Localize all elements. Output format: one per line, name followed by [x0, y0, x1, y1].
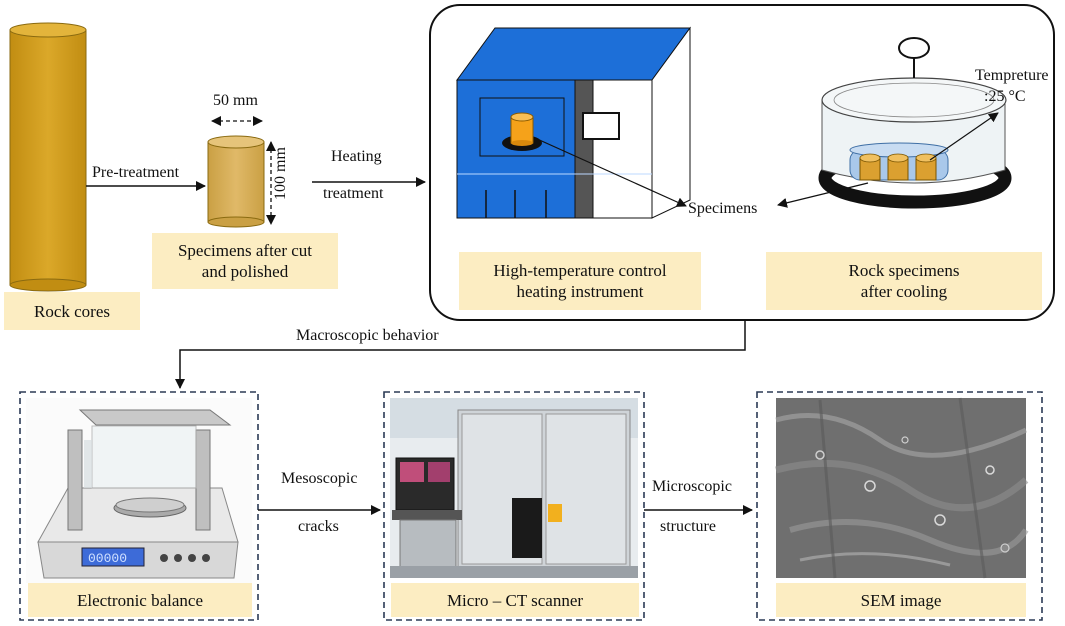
sem-image-icon — [775, 397, 1029, 579]
balance-label: Electronic balance — [28, 583, 252, 617]
height-dimension-text: 100 mm — [272, 147, 289, 200]
mesoscopic-text-line2: cracks — [298, 518, 339, 535]
furnace-icon — [456, 26, 691, 219]
cooled-specimens-pointer-arrow — [777, 182, 869, 208]
electronic-balance-icon: 00000 — [26, 398, 252, 583]
cooled-specimens-label: Rock specimens after cooling — [766, 252, 1042, 310]
heating-text-line2: treatment — [323, 185, 384, 202]
specimens-cut-label: Specimens after cut and polished — [152, 233, 338, 289]
balance-display-digits: 00000 — [88, 551, 127, 566]
sem-label: SEM image — [776, 583, 1026, 617]
macroscopic-arrow — [175, 320, 746, 389]
ct-label: Micro – CT scanner — [391, 583, 639, 617]
ct-panel — [383, 391, 645, 621]
temperature-text-line1: Tempreture — [975, 67, 1049, 84]
heating-text-line1: Heating — [331, 148, 382, 165]
balance-panel — [19, 391, 259, 621]
pretreatment-text: Pre-treatment — [92, 164, 180, 181]
micro-ct-scanner-icon — [390, 398, 638, 578]
heating-process-frame — [429, 4, 1055, 321]
specimens-pointer-arrow — [534, 137, 687, 207]
mesoscopic-text-line1: Mesoscopic — [281, 470, 358, 487]
width-dimension-text: 50 mm — [213, 92, 258, 109]
sem-panel — [756, 391, 1043, 621]
rock-cores-label: Rock cores — [4, 292, 140, 330]
specimen-cylinder-icon — [207, 135, 265, 228]
microscopic-text-line2: structure — [660, 518, 716, 535]
macroscopic-text: Macroscopic behavior — [296, 327, 439, 344]
instrument-label: High-temperature control heating instrum… — [459, 252, 701, 310]
specimens-text: Specimens — [688, 200, 758, 217]
temperature-pointer-arrow — [929, 112, 999, 161]
microscopic-text-line1: Microscopic — [652, 478, 732, 495]
rock-core-icon — [9, 22, 87, 292]
cooling-chamber-icon — [818, 37, 1012, 209]
temperature-text-line2: :25 °C — [984, 88, 1026, 105]
